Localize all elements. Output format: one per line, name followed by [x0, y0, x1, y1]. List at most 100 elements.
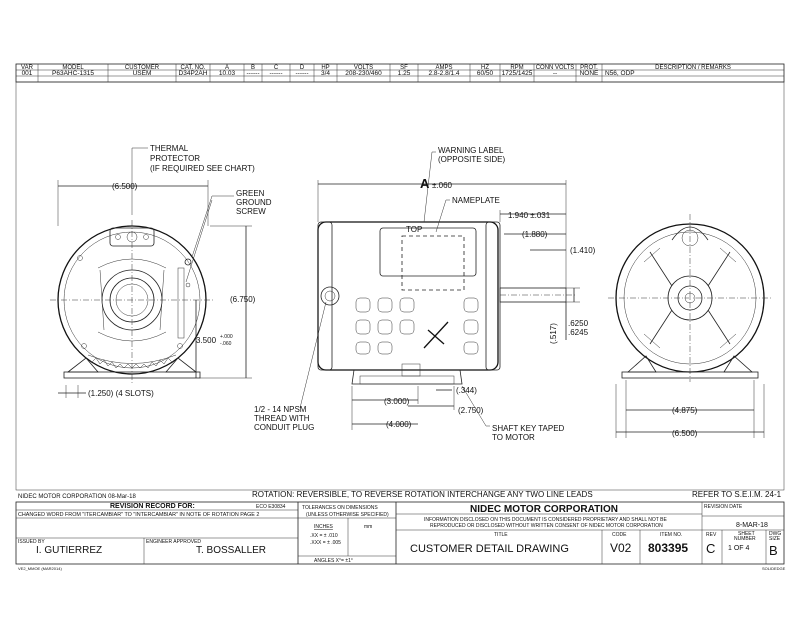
revision-date-value: 8-MAR-18: [736, 522, 768, 529]
dim-a: A: [420, 176, 430, 191]
tolerances-sub: (UNLESS OTHERWISE SPECIFIED): [306, 512, 389, 518]
spec-value-cell: ------: [270, 70, 283, 77]
rev-label: REV: [706, 532, 717, 538]
right-end-view: [608, 214, 772, 382]
spec-value-cell: 10.03: [219, 70, 236, 77]
dim-1880: (1.880): [522, 230, 548, 239]
nameplate-label: NAMEPLATE: [452, 196, 500, 205]
dim-3500-tol-minus: -.060: [220, 341, 232, 347]
spec-value-cell: NONE: [580, 70, 599, 77]
dim-1250: (1.250) (4 SLOTS): [88, 389, 154, 398]
drawing-area: [15, 81, 785, 491]
dim-4000: (4.000): [386, 420, 412, 429]
code-label: CODE: [612, 532, 627, 538]
spec-value-cell: ------: [247, 70, 260, 77]
dim-4875: (4.875): [672, 406, 698, 415]
conduit-label-1: 1/2 - 14 NPSM: [254, 405, 307, 414]
dim-1940: 1.940 ±.031: [508, 211, 551, 220]
spec-value-cell: 208-230/460: [345, 70, 382, 77]
warning-label-2: (OPPOSITE SIDE): [438, 155, 505, 164]
issued-by-label: ISSUED BY: [18, 539, 45, 545]
company-name: NIDEC MOTOR CORPORATION: [470, 504, 618, 515]
drawing-title: CUSTOMER DETAIL DRAWING: [410, 543, 569, 555]
spec-value-cell: D34P2AH: [179, 70, 208, 77]
sheet-value: 1 OF 4: [728, 545, 750, 552]
proprietary-line-1: INFORMATION DISCLOSED ON THIS DOCUMENT I…: [424, 517, 667, 523]
spec-header-cell: CUSTOMER: [125, 65, 160, 71]
title-label: TITLE: [494, 532, 508, 538]
item-label: ITEM NO.: [660, 532, 682, 538]
spec-header-cell: CONN VOLTS: [536, 65, 575, 71]
dim-a-tol: ±.060: [432, 181, 453, 190]
spec-header-cell: C: [274, 65, 279, 71]
thermal-protector-label-2: PROTECTOR: [150, 154, 200, 163]
callout-labels: THERMAL PROTECTOR (IF REQUIRED SEE CHART…: [150, 144, 565, 442]
dwg-size-value: B: [769, 543, 778, 558]
spec-header-cell: PROT.: [580, 65, 598, 71]
refer-note: REFER TO S.E.I.M. 24-1: [692, 490, 782, 499]
rotation-note: ROTATION: REVERSIBLE, TO REVERSE ROTATIO…: [252, 490, 593, 499]
tol-xx: .XX = ± .010: [310, 533, 338, 539]
spec-header-cell: D: [300, 65, 305, 71]
mm-label: mm: [364, 524, 372, 530]
ground-screw-label-2: GROUND: [236, 198, 272, 207]
spec-header-cell: A: [225, 65, 229, 71]
rev-value: C: [706, 541, 715, 556]
item-number: 803395: [648, 541, 688, 555]
spec-value-cell: P63AHC-1315: [52, 70, 94, 77]
dim-1410: (1.410): [570, 246, 596, 255]
dwg-size-label-2: SIZE: [769, 536, 781, 542]
ground-screw-label-3: SCREW: [236, 207, 266, 216]
sheet-label-1: SHEET: [738, 531, 755, 537]
cad-id: SOLIDEDGE: [762, 566, 786, 571]
dim-344: (.344): [456, 386, 477, 395]
dim-6500-top: (6.500): [112, 182, 138, 191]
spec-header-cell: RPM: [510, 65, 523, 71]
spec-value-cell: 3/4: [321, 70, 330, 77]
spec-header-cell: MODEL: [62, 65, 84, 71]
dim-2750: (2.750): [458, 406, 484, 415]
spec-value-cell: 001: [22, 70, 33, 77]
shaft-key-label-2: TO MOTOR: [492, 433, 535, 442]
spec-value-cell: ------: [296, 70, 309, 77]
inches-label: INCHES: [314, 524, 334, 530]
spec-header-cell: DESCRIPTION / REMARKS: [655, 65, 731, 71]
revision-record-label: REVISION RECORD FOR:: [110, 503, 195, 510]
tol-xxx: .XXX = ± .005: [310, 540, 341, 546]
engineer-name: T. BOSSALLER: [196, 545, 266, 556]
angles: ANGLES X°= ±1°: [314, 558, 353, 564]
left-view-dimensions: [57, 147, 252, 398]
dimension-labels: (6.500) (6.750) 3.500 +.000 -.060 (1.250…: [88, 176, 698, 438]
revision-date-label: REVISION DATE: [704, 504, 743, 510]
right-view-dimensions: [615, 380, 765, 438]
proprietary-line-2: REPRODUCED OR DISCLOSED WITHOUT WRITTEN …: [430, 523, 663, 529]
spec-header-cell: SF: [400, 65, 408, 71]
issued-by-name: I. GUTIERREZ: [36, 545, 102, 556]
dim-6500-bottom: (6.500): [672, 429, 698, 438]
engineer-label: ENGINEER APPROVED: [146, 539, 201, 545]
shaft-key-label-1: SHAFT KEY TAPED: [492, 424, 565, 433]
warning-label-1: WARNING LABEL: [438, 146, 504, 155]
dim-3500: 3.500: [196, 336, 217, 345]
eco-number: ECO E30834: [256, 504, 286, 510]
dim-6250: .6250: [568, 319, 589, 328]
spec-header-cell: VOLTS: [354, 65, 373, 71]
dim-3000: (3.000): [384, 397, 410, 406]
tolerances-label: TOLERANCES ON DIMENSIONS: [302, 505, 378, 511]
left-end-view: [50, 220, 214, 385]
spec-header-cell: AMPS: [435, 65, 452, 71]
spec-value-cell: USEM: [133, 70, 152, 77]
spec-value-cell: N56, ODP: [605, 70, 635, 77]
dim-6245: .6245: [568, 328, 589, 337]
spec-header-cell: HZ: [481, 65, 489, 71]
title-block: REVISION RECORD FOR: ECO E30834 CHANGED …: [15, 501, 786, 571]
spec-header-cell: HP: [321, 65, 329, 71]
corp-date-note: NIDEC MOTOR CORPORATION 08-Mar-18: [18, 494, 136, 500]
thermal-protector-label-3: (IF REQUIRED SEE CHART): [150, 164, 255, 173]
dim-6750: (6.750): [230, 295, 256, 304]
spec-value-cell: 60/50: [477, 70, 494, 77]
dim-3500-tol-plus: +.000: [220, 334, 233, 340]
conduit-label-2: THREAD WITH: [254, 414, 310, 423]
